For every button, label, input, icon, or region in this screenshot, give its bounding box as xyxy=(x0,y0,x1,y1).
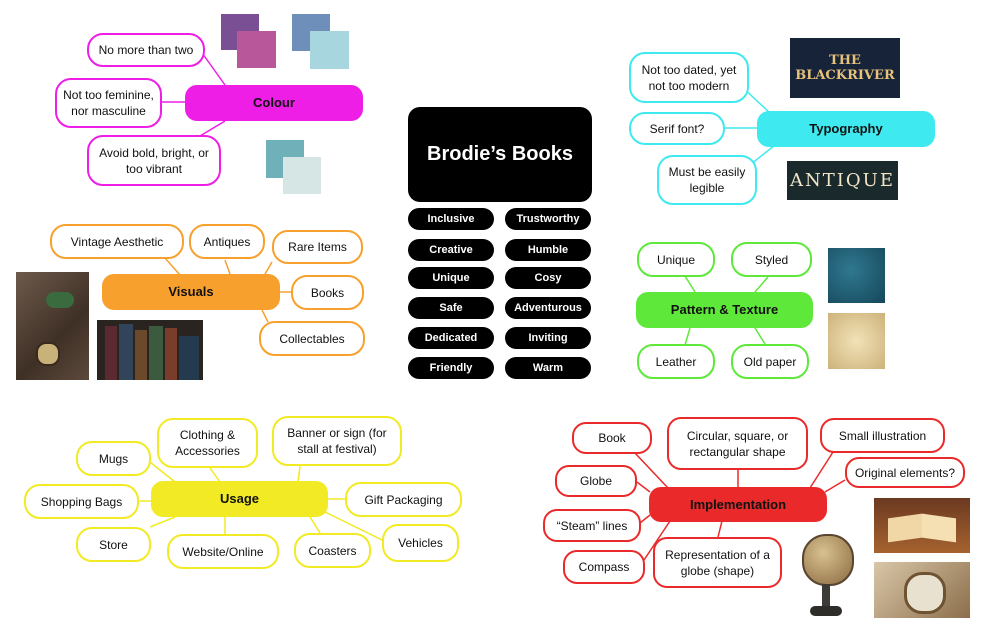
colour-swatch xyxy=(283,157,321,194)
typography-item: Must be easily legible xyxy=(657,155,757,205)
visuals-item: Vintage Aesthetic xyxy=(50,224,184,259)
colour-swatch xyxy=(237,31,276,68)
visuals-item: Books xyxy=(291,275,364,310)
brand-value-pill: Inclusive xyxy=(408,208,494,230)
colour-item: Not too feminine, nor masculine xyxy=(55,78,162,128)
old-paper-texture xyxy=(828,313,885,369)
brand-value-pill: Inviting xyxy=(505,327,591,349)
usage-item: Website/Online xyxy=(167,534,279,569)
compass-photo xyxy=(874,562,970,618)
brand-title: Brodie’s Books xyxy=(408,107,592,202)
typography-item: Serif font? xyxy=(629,112,725,145)
colour-swatch xyxy=(310,31,349,69)
brand-value-pill: Adventurous xyxy=(505,297,591,319)
usage-item: Shopping Bags xyxy=(24,484,139,519)
brand-value-pill: Cosy xyxy=(505,267,591,289)
implementation-item: Representation of a globe (shape) xyxy=(653,537,782,588)
implementation-item: Globe xyxy=(555,465,637,497)
pattern-item: Styled xyxy=(731,242,812,277)
brand-value-pill: Friendly xyxy=(408,357,494,379)
usage-item: Banner or sign (for stall at festival) xyxy=(272,416,402,466)
pattern-item: Old paper xyxy=(731,344,809,379)
brand-value-pill: Warm xyxy=(505,357,591,379)
typography-sample-antique: ANTIQUE xyxy=(787,161,898,200)
usage-item: Coasters xyxy=(294,533,371,568)
implementation-item: Circular, square, or rectangular shape xyxy=(667,417,808,470)
brand-value-pill: Trustworthy xyxy=(505,208,591,230)
open-book-photo xyxy=(874,498,970,553)
colour-item: No more than two xyxy=(87,33,205,67)
usage-item: Store xyxy=(76,527,151,562)
usage-item: Gift Packaging xyxy=(345,482,462,517)
leather-texture xyxy=(828,248,885,303)
visuals-item: Collectables xyxy=(259,321,365,356)
implementation-item: Compass xyxy=(563,550,645,584)
implementation-item: Original elements? xyxy=(845,457,965,488)
brand-value-pill: Safe xyxy=(408,297,494,319)
usage-hub: Usage xyxy=(151,481,328,517)
implementation-hub: Implementation xyxy=(649,487,827,522)
antiques-photo xyxy=(16,272,89,380)
implementation-item: “Steam” lines xyxy=(543,509,641,542)
brand-value-pill: Unique xyxy=(408,267,494,289)
colour-hub: Colour xyxy=(185,85,363,121)
brand-value-pill: Dedicated xyxy=(408,327,494,349)
pattern-hub: Pattern & Texture xyxy=(636,292,813,328)
colour-item: Avoid bold, bright, or too vibrant xyxy=(87,135,221,186)
usage-item: Mugs xyxy=(76,441,151,476)
brand-value-pill: Creative xyxy=(408,239,494,261)
pattern-item: Leather xyxy=(637,344,715,379)
usage-item: Clothing & Accessories xyxy=(157,418,258,468)
typography-sample-blackriver: THE BLACKRIVER xyxy=(790,38,900,98)
visuals-hub: Visuals xyxy=(102,274,280,310)
brand-value-pill: Humble xyxy=(505,239,591,261)
globe-photo xyxy=(798,532,854,620)
visuals-item: Rare Items xyxy=(272,230,363,264)
visuals-item: Antiques xyxy=(189,224,265,259)
pattern-item: Unique xyxy=(637,242,715,277)
implementation-item: Small illustration xyxy=(820,418,945,453)
usage-item: Vehicles xyxy=(382,524,459,562)
implementation-item: Book xyxy=(572,422,652,454)
typography-item: Not too dated, yet not too modern xyxy=(629,52,749,103)
books-photo xyxy=(97,320,203,380)
typography-hub: Typography xyxy=(757,111,935,147)
